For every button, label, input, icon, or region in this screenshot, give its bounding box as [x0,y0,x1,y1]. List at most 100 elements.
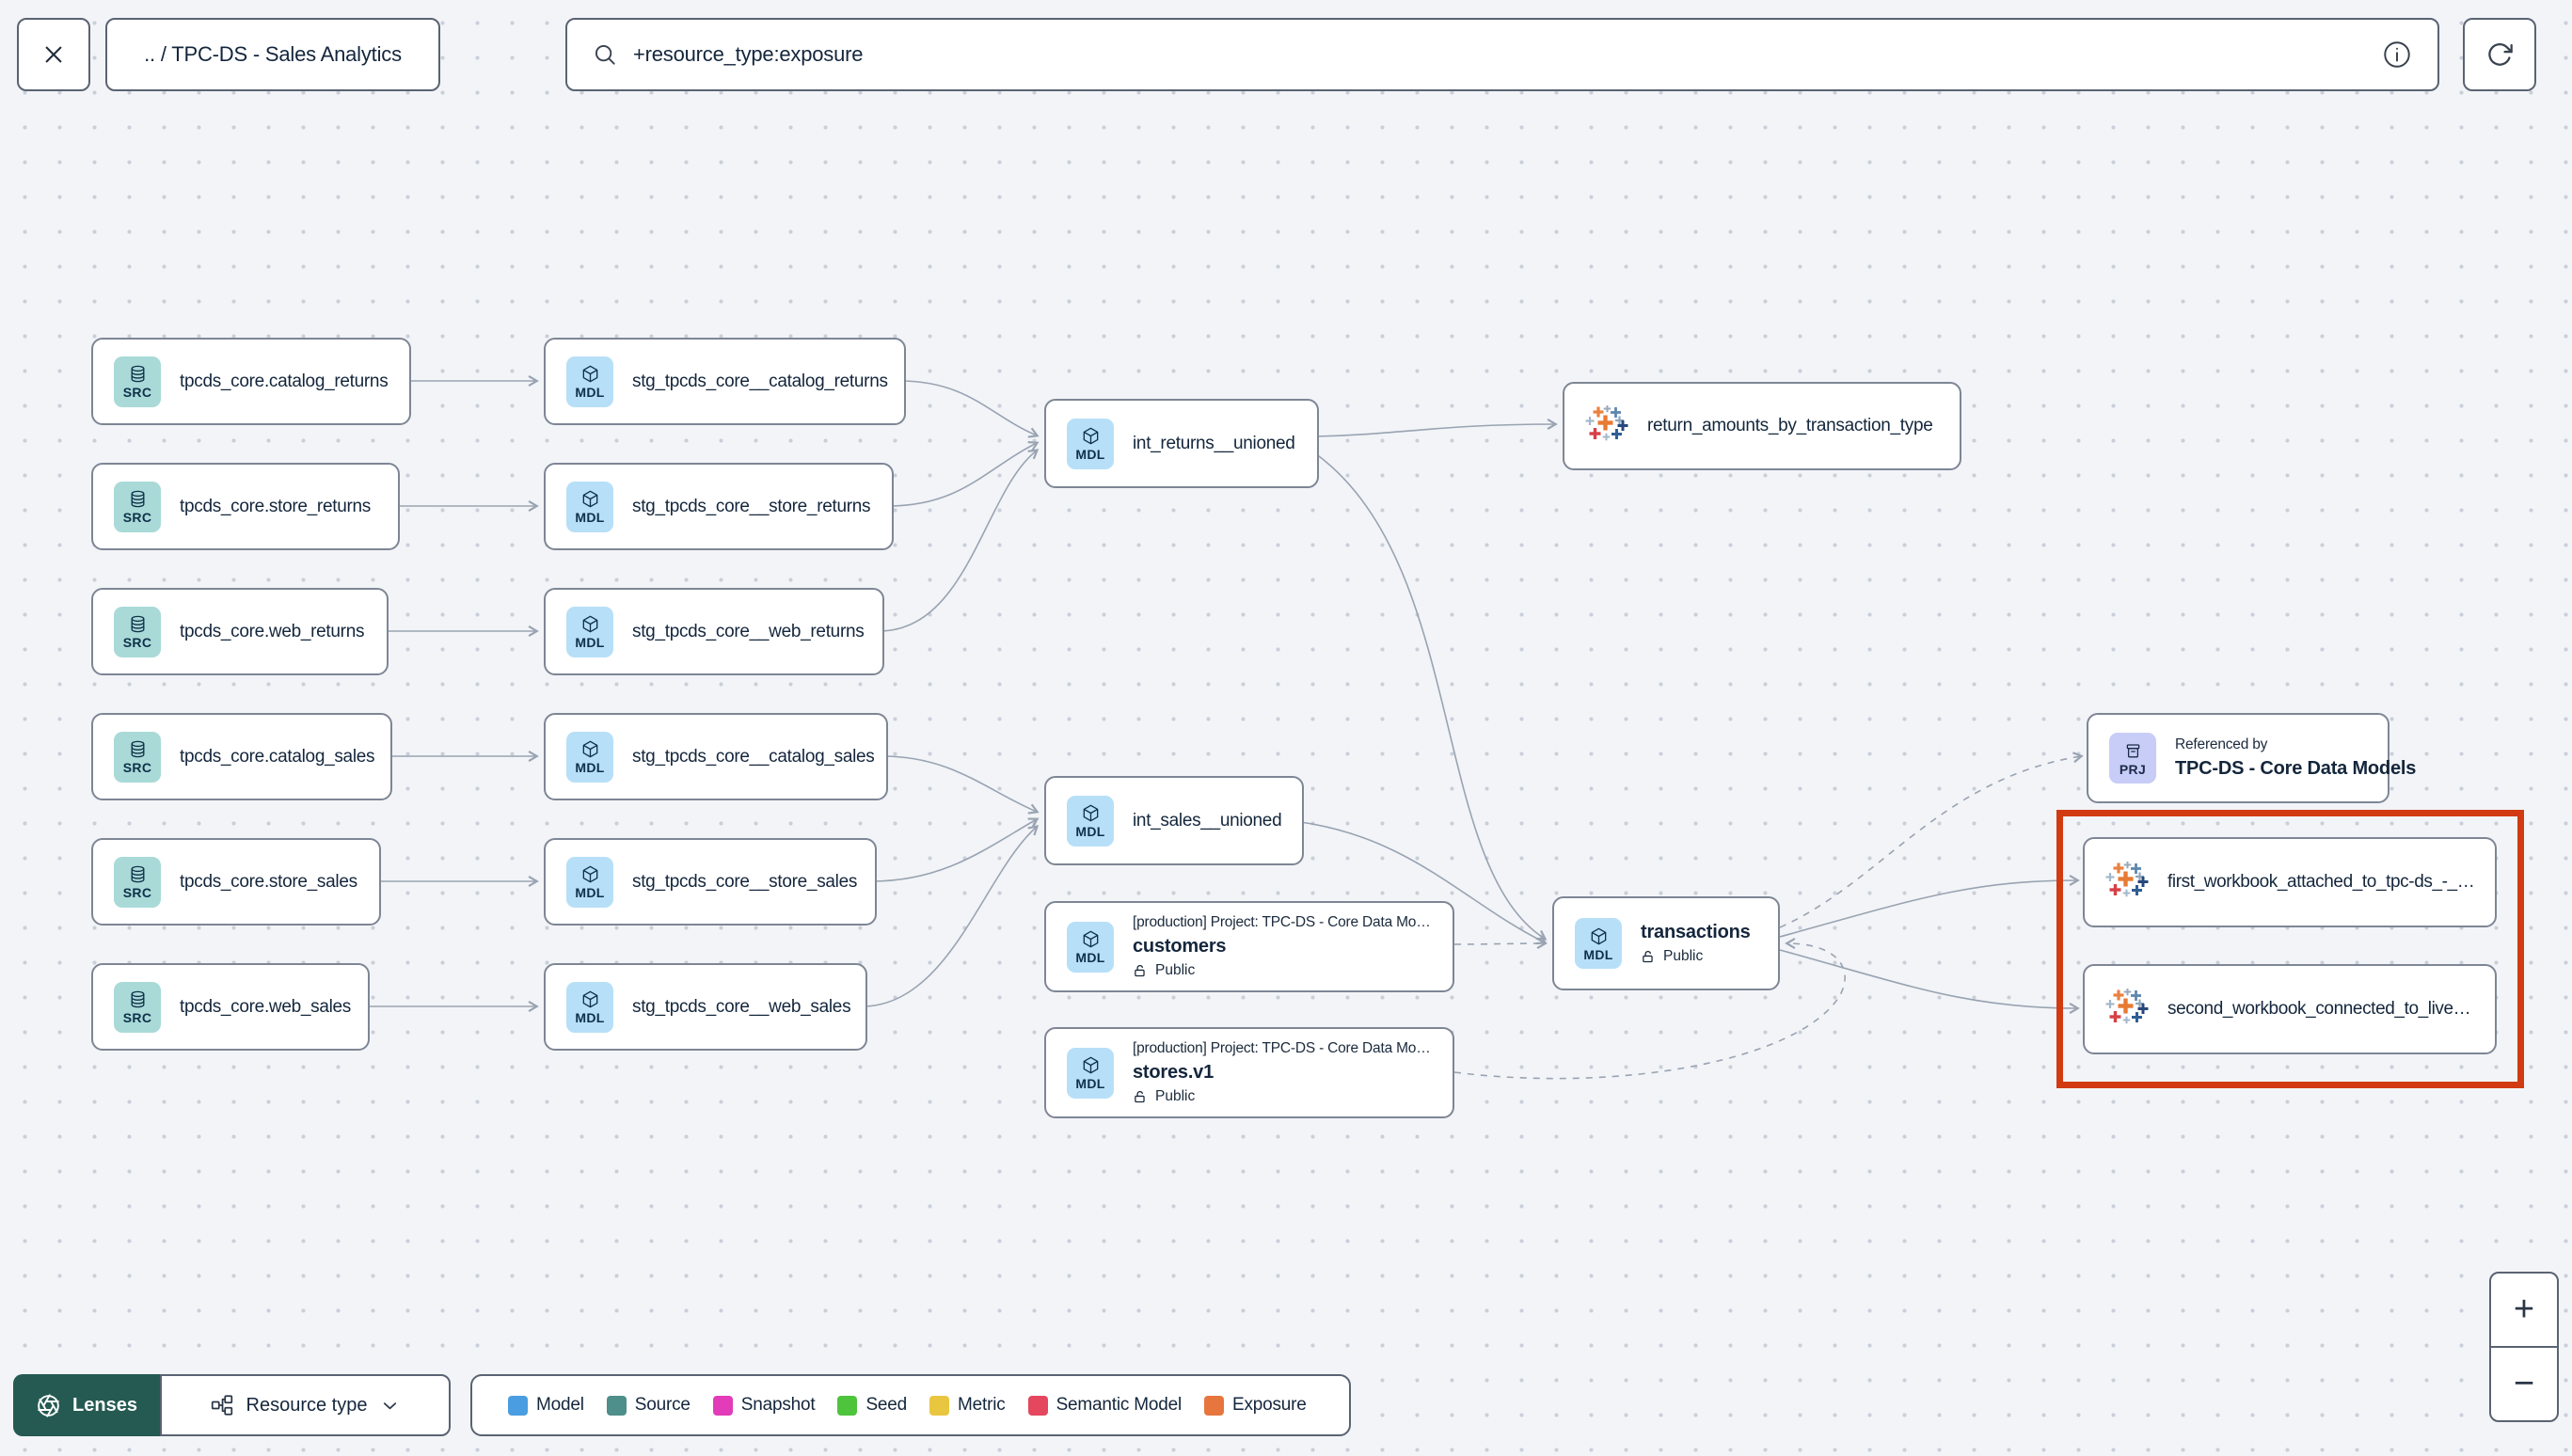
badge-label: PRJ [2119,761,2147,777]
edge-stg-catalog-returns-to-int [898,380,1040,438]
lock-open-icon [1133,963,1149,979]
access-label: Public [1663,948,1704,964]
edge-stg-store-sales-to-int [870,817,1040,882]
search-input[interactable] [633,42,2381,67]
model-tile-icon: MDL [566,981,613,1033]
close-button[interactable] [17,18,90,91]
zoom-out-button[interactable]: − [2491,1348,2557,1420]
node-label: stg_tpcds_core__store_returns [632,496,871,516]
edge-stg-store-returns-to-int [887,440,1040,507]
node-model-stg-catalog-sales[interactable]: MDL stg_tpcds_core__catalog_sales [544,713,888,800]
node-model-customers[interactable]: MDL [production] Project: TPC-DS - Core … [1044,901,1454,992]
node-exposure-second-workbook[interactable]: second_workbook_connected_to_live… [2083,964,2497,1054]
node-label: tpcds_core.catalog_sales [180,746,375,767]
resource-type-dropdown[interactable]: Resource type [160,1374,451,1436]
node-model-stg-catalog-returns[interactable]: MDL stg_tpcds_core__catalog_returns [544,338,906,425]
node-model-stg-web-sales[interactable]: MDL stg_tpcds_core__web_sales [544,963,867,1051]
badge-label: SRC [122,1010,152,1025]
node-label: int_returns__unioned [1133,433,1295,453]
badge-label: MDL [1583,946,1613,962]
model-tile-icon: MDL [566,356,613,407]
model-tile-icon: MDL [1067,418,1114,469]
legend-label: Semantic Model [1056,1395,1183,1415]
node-model-int-returns-unioned[interactable]: MDL int_returns__unioned [1044,399,1319,488]
node-label: tpcds_core.store_sales [180,871,357,892]
resource-type-icon [211,1395,232,1416]
node-project-label: [production] Project: TPC-DS - Core Data… [1133,914,1431,930]
node-exposure-first-workbook[interactable]: first_workbook_attached_to_tpc-ds_-_… [2083,837,2497,927]
badge-label: SRC [122,385,152,400]
breadcrumb[interactable]: .. / TPC-DS - Sales Analytics [105,18,440,91]
legend-label: Source [634,1395,691,1415]
node-model-stg-store-sales[interactable]: MDL stg_tpcds_core__store_sales [544,838,877,926]
node-model-int-sales-unioned[interactable]: MDL int_sales__unioned [1044,776,1304,865]
node-model-stg-store-returns[interactable]: MDL stg_tpcds_core__store_returns [544,463,894,550]
access-label: Public [1155,962,1196,978]
node-label: stores.v1 [1133,1062,1215,1083]
edge-stores-to-transactions [1453,938,1846,1080]
legend-item-source: Source [606,1395,691,1416]
model-tile-icon: MDL [566,731,613,783]
legend-swatch [1027,1395,1048,1416]
badge-label: SRC [122,635,152,650]
model-tile-icon: MDL [1067,795,1114,847]
node-label: customers [1133,936,1227,957]
edge-transactions-to-second-workbook [1779,949,2080,1014]
edge-transactions-to-referenced-project [1779,752,2084,928]
edge-stg-web-returns-to-int [878,449,1040,632]
node-source-tpcds-core-catalog-returns[interactable]: SRC tpcds_core.catalog_returns [91,338,411,425]
node-label: tpcds_core.store_returns [180,496,371,516]
legend-item-exposure: Exposure [1204,1395,1307,1416]
node-source-tpcds-core-catalog-sales[interactable]: SRC tpcds_core.catalog_sales [91,713,392,800]
tableau-icon [2105,989,2149,1030]
badge-label: MDL [575,510,605,525]
refresh-button[interactable] [2463,18,2536,91]
model-tile-icon: MDL [1575,918,1622,969]
source-tile-icon: SRC [114,856,161,908]
info-icon[interactable] [2381,39,2413,71]
node-source-tpcds-core-store-returns[interactable]: SRC tpcds_core.store_returns [91,463,400,550]
legend-label: Metric [958,1395,1006,1415]
tableau-icon [1585,405,1628,447]
resource-type-legend: Model Source Snapshot Seed Metric Semant… [470,1374,1351,1436]
edge-stg-web-sales-to-int [861,825,1040,1007]
badge-label: MDL [575,385,605,400]
edge-transactions-to-first-workbook [1779,875,2080,938]
legend-label: Seed [865,1395,908,1415]
node-referenced-by-project[interactable]: PRJ Referenced by TPC-DS - Core Data Mod… [2087,713,2416,803]
project-tile-icon: PRJ [2109,733,2156,783]
source-tile-icon: SRC [114,606,161,657]
badge-label: MDL [1075,1076,1105,1091]
edge-int-returns-to-transactions [1314,452,1548,941]
node-label: return_amounts_by_transaction_type [1647,416,1933,435]
source-tile-icon: SRC [114,481,161,532]
model-tile-icon: MDL [1067,1047,1114,1099]
node-source-tpcds-core-store-sales[interactable]: SRC tpcds_core.store_sales [91,838,381,926]
lock-open-icon [1133,1089,1149,1105]
node-label: first_workbook_attached_to_tpc-ds_-_… [2167,872,2475,892]
node-model-stg-web-returns[interactable]: MDL stg_tpcds_core__web_returns [544,588,884,675]
node-label: tpcds_core.web_sales [180,996,351,1017]
node-source-tpcds-core-web-sales[interactable]: SRC tpcds_core.web_sales [91,963,370,1051]
node-source-tpcds-core-web-returns[interactable]: SRC tpcds_core.web_returns [91,588,389,675]
badge-label: MDL [575,635,605,650]
node-label: stg_tpcds_core__web_returns [632,621,865,641]
edge-int-returns-to-exposure [1314,419,1558,437]
node-exposure-return-amounts-by-transaction-type[interactable]: return_amounts_by_transaction_type [1563,382,1961,470]
node-model-stores-v1[interactable]: MDL [production] Project: TPC-DS - Core … [1044,1027,1454,1118]
tableau-icon [2105,862,2149,903]
aperture-icon [38,1393,59,1417]
lenses-button[interactable]: Lenses [13,1374,160,1436]
access-label: Public [1155,1088,1196,1104]
node-label: tpcds_core.web_returns [180,621,365,641]
node-label: stg_tpcds_core__catalog_returns [632,371,888,391]
zoom-in-button[interactable]: + [2491,1274,2557,1348]
source-tile-icon: SRC [114,356,161,407]
badge-label: MDL [575,760,605,775]
node-model-transactions[interactable]: MDL transactions Public [1552,896,1780,990]
zoom-in-icon: + [2513,1290,2535,1329]
node-label: int_sales__unioned [1133,810,1282,831]
model-tile-icon: MDL [566,856,613,908]
node-label: stg_tpcds_core__web_sales [632,996,851,1017]
